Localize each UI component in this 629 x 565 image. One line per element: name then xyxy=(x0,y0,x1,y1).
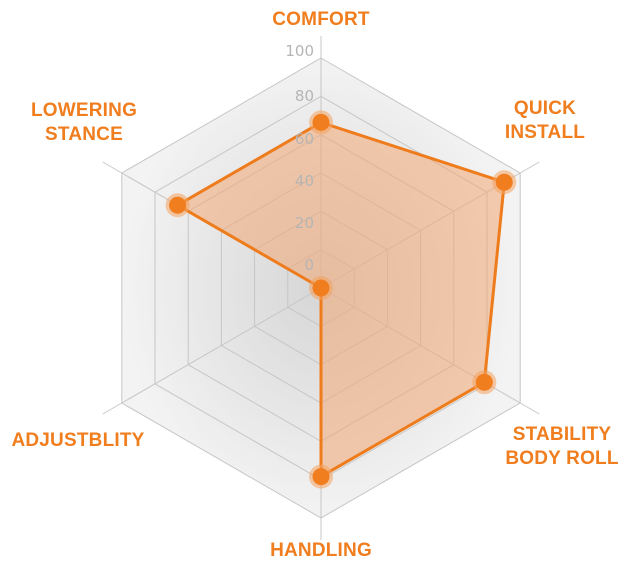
axis-label-line: INSTALL xyxy=(505,122,585,143)
outer-tick-line xyxy=(519,402,540,415)
data-series xyxy=(165,110,517,489)
axis-label: QUICK INSTALL xyxy=(505,98,585,143)
outer-tick-line xyxy=(519,161,540,174)
tick-label: 100 xyxy=(285,42,314,60)
data-point xyxy=(312,113,330,131)
axis-label-line: QUICK xyxy=(514,98,576,119)
axis-label-line: ADJUSTBLITY xyxy=(11,430,144,451)
axis-label: LOWERING STANCE xyxy=(31,100,137,145)
axis-labels: COMFORT QUICK INSTALL STABILITY BODY ROLL HAN… xyxy=(11,9,618,561)
outer-tick-line xyxy=(102,161,123,174)
axis-label-line: COMFORT xyxy=(272,9,370,30)
grid-spoke xyxy=(121,287,322,404)
tick-label: 80 xyxy=(295,87,314,105)
axis-label: COMFORT xyxy=(272,9,370,30)
tick-label: 20 xyxy=(295,214,314,232)
axis-label-line: BODY ROLL xyxy=(505,448,619,469)
axis-label: ADJUSTBLITY xyxy=(11,430,144,451)
axis-label-line: HANDLING xyxy=(270,540,372,561)
tick-label: 0 xyxy=(304,256,314,274)
tick-label: 60 xyxy=(295,130,314,148)
data-point xyxy=(495,173,513,191)
tick-label: 40 xyxy=(295,172,314,190)
data-point xyxy=(312,468,330,486)
axis-label: STABILITY BODY ROLL xyxy=(505,424,619,469)
axis-label-line: LOWERING xyxy=(31,100,137,121)
radial-tick-labels: 0 20 40 60 80 100 xyxy=(285,42,314,274)
axis-label-line: STABILITY xyxy=(513,424,612,445)
outer-tick-line xyxy=(102,402,123,415)
data-point xyxy=(312,279,330,297)
data-point xyxy=(475,373,493,391)
axis-label: HANDLING xyxy=(270,540,372,561)
data-point xyxy=(169,196,187,214)
axis-label-line: STANCE xyxy=(45,124,123,145)
